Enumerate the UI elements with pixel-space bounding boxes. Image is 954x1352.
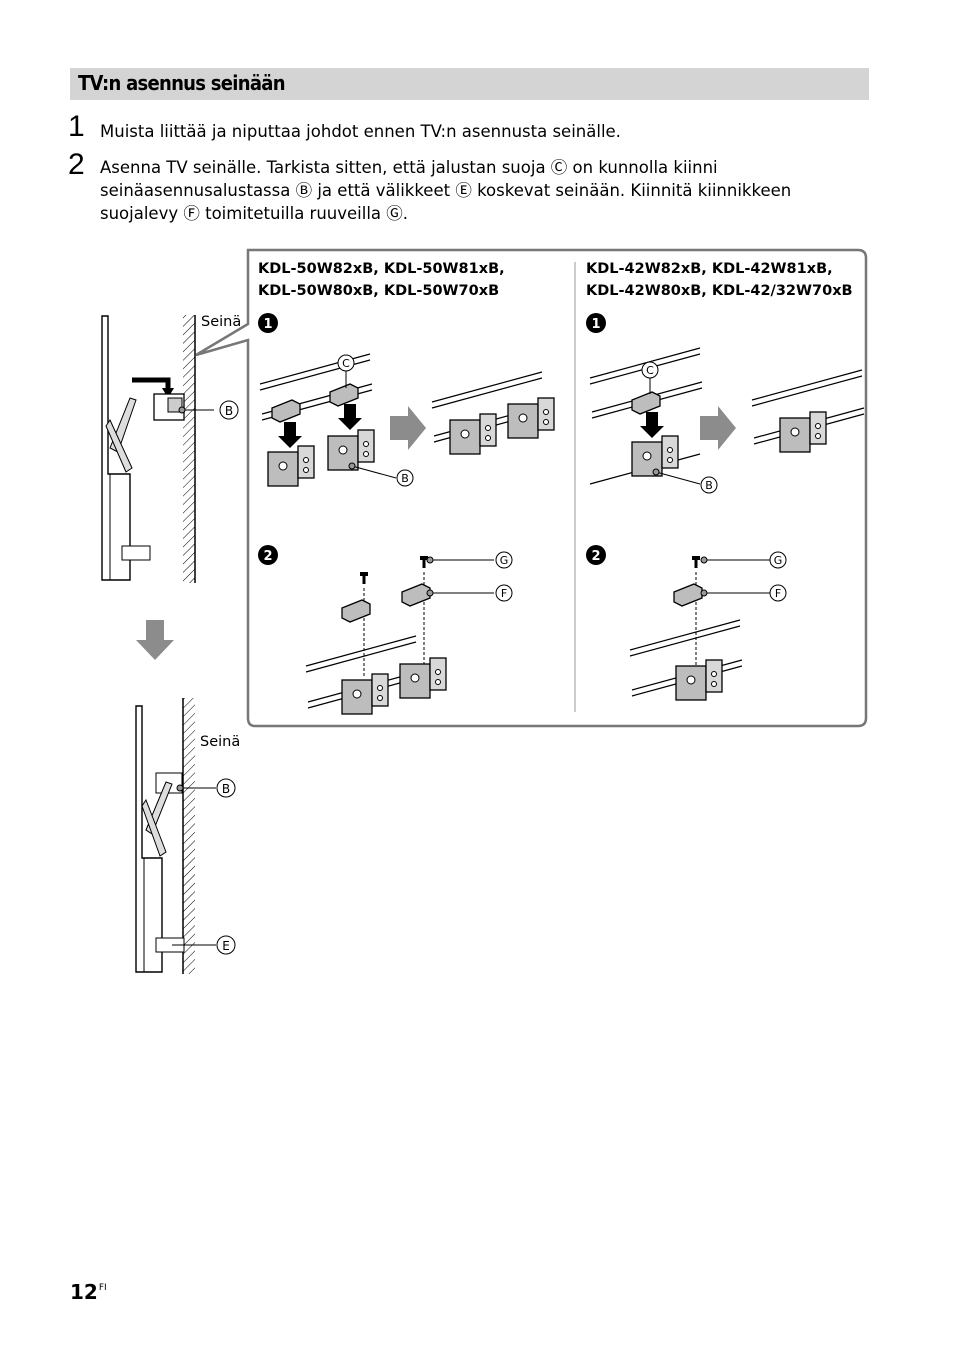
substep-2-badge: [586, 545, 606, 565]
step-2-line: seinäasennusalustassa Ⓑ ja että välikkee…: [100, 181, 792, 200]
model-list-right: KDL-42W82xB, KDL-42W81xB, KDL-42W80xB, K…: [586, 258, 853, 302]
wall-label-bottom: Seinä: [200, 734, 241, 750]
step-1-text: Muista liittää ja niputtaa johdot ennen …: [100, 120, 621, 143]
model-line: KDL-50W82xB, KDL-50W81xB,: [258, 261, 505, 277]
substep-label: 2: [263, 549, 272, 564]
wall-hatch: [183, 315, 195, 583]
step-2-line: Asenna TV seinälle. Tarkista sitten, ett…: [100, 158, 718, 177]
substep-label: 2: [591, 549, 600, 564]
marker-b-circle: [219, 400, 239, 420]
marker-f: F: [775, 587, 781, 600]
marker-e: E: [222, 939, 230, 953]
step-1-number: 1: [68, 110, 85, 143]
substep-label: 1: [591, 317, 600, 332]
model-line: KDL-42W80xB, KDL-42/32W70xB: [586, 283, 853, 299]
marker-b: B: [222, 782, 230, 796]
step-2-number: 2: [68, 148, 85, 181]
marker-b: B: [225, 404, 233, 418]
marker-f: F: [501, 587, 507, 600]
page-language: FI: [98, 1283, 107, 1293]
substep-1-badge: [258, 313, 278, 333]
step-2-text: Asenna TV seinälle. Tarkista sitten, ett…: [100, 156, 791, 225]
detail-callout-box: [195, 248, 868, 728]
step-2-line: suojalevy Ⓕ toimitetuilla ruuveilla Ⓖ.: [100, 204, 409, 223]
model-line: KDL-50W80xB, KDL-50W70xB: [258, 283, 500, 299]
substep-label: 1: [263, 317, 272, 332]
step-1-line: Muista liittää ja niputtaa johdot ennen …: [100, 122, 621, 141]
marker-g: G: [500, 554, 509, 567]
wall-mount-illustration: B B E 1 1 2 2 C B: [101, 248, 868, 974]
down-arrow: [136, 620, 174, 660]
section-header: TV:n asennus seinään: [70, 68, 869, 100]
marker-b: B: [705, 479, 713, 492]
wall-label-top: Seinä: [201, 314, 242, 330]
tv-side-profile: [101, 315, 131, 581]
marker-c: C: [646, 364, 654, 377]
marker-b: B: [401, 472, 409, 485]
marker-g: G: [774, 554, 783, 567]
model-line: KDL-42W82xB, KDL-42W81xB,: [586, 261, 833, 277]
section-title: TV:n asennus seinään: [78, 71, 286, 95]
substep-2-badge: [258, 545, 278, 565]
page-number-value: 12: [70, 1280, 98, 1304]
page-number: 12FI: [70, 1280, 107, 1304]
substep-1-badge: [586, 313, 606, 333]
model-list-left: KDL-50W82xB, KDL-50W81xB, KDL-50W80xB, K…: [258, 258, 505, 302]
marker-c: C: [342, 357, 350, 370]
